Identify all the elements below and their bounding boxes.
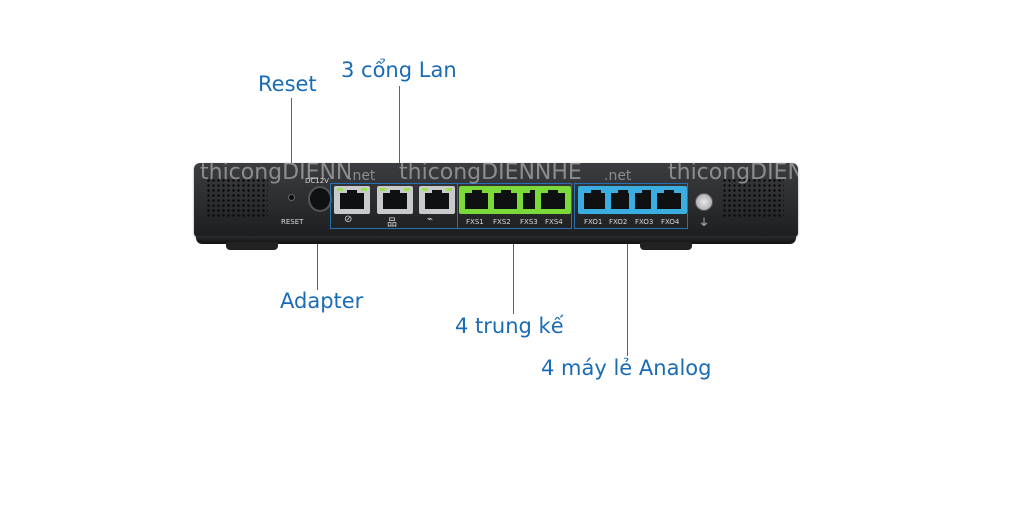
trunk-callout-label: 4 trung kế (455, 314, 564, 338)
trunk-leader-line (513, 230, 514, 314)
fxo-ports-highlight (574, 183, 688, 229)
adapter-leader-line (317, 212, 318, 290)
lan-port-2 (377, 186, 413, 214)
fxo-label-2: FXO2 (609, 218, 628, 226)
fxs-label-3: FXS3 (520, 218, 538, 226)
watermark-brand-3: thicongDIENNHE (668, 160, 798, 185)
adapter-callout-label: Adapter (280, 289, 364, 313)
fxo-port-4 (651, 186, 687, 214)
ground-screw-icon (695, 193, 713, 211)
fxo-label-3: FXO3 (635, 218, 654, 226)
lan-port-1 (334, 186, 370, 214)
watermark-brand-2: thicongDIENNHE (399, 160, 582, 185)
vent-grille-right (722, 178, 784, 218)
watermark-brand-1: thicongDIENNHE (200, 160, 350, 185)
lan-callout-label: 3 cổng Lan (341, 58, 457, 82)
lan-leader-line (399, 86, 400, 168)
fxs-port-4 (535, 186, 571, 214)
analog-callout-label: 4 máy lẻ Analog (541, 356, 712, 380)
analog-leader-line (627, 230, 628, 356)
reset-hole (288, 194, 295, 201)
pulse-icon: ⌁ (427, 214, 434, 225)
reset-leader-line (291, 98, 292, 188)
dc-jack-icon (308, 186, 332, 212)
ground-symbol-icon: ⏚ (699, 218, 709, 229)
wan-globe-icon: ⊘ (344, 214, 353, 225)
lan-ports-highlight (330, 183, 458, 229)
fxs-label-1: FXS1 (466, 218, 484, 226)
lan-port-3 (419, 186, 455, 214)
device-foot-right (640, 242, 692, 250)
fxs-ports-highlight (457, 183, 572, 229)
reset-callout-label: Reset (258, 72, 317, 96)
fxs-label-2: FXS2 (493, 218, 511, 226)
reset-text: RESET (281, 218, 304, 226)
lan-network-icon: 品 (387, 218, 397, 229)
fxs-label-4: FXS4 (545, 218, 563, 226)
device-base (196, 236, 796, 244)
watermark-suffix-1: .net (348, 168, 376, 184)
fxo-label-4: FXO4 (661, 218, 680, 226)
dc-text: DC12V (305, 177, 329, 185)
device-foot-left (226, 242, 278, 250)
fxo-label-1: FXO1 (584, 218, 603, 226)
vent-grille-left (206, 178, 268, 218)
watermark-suffix-2: .net (604, 168, 632, 184)
